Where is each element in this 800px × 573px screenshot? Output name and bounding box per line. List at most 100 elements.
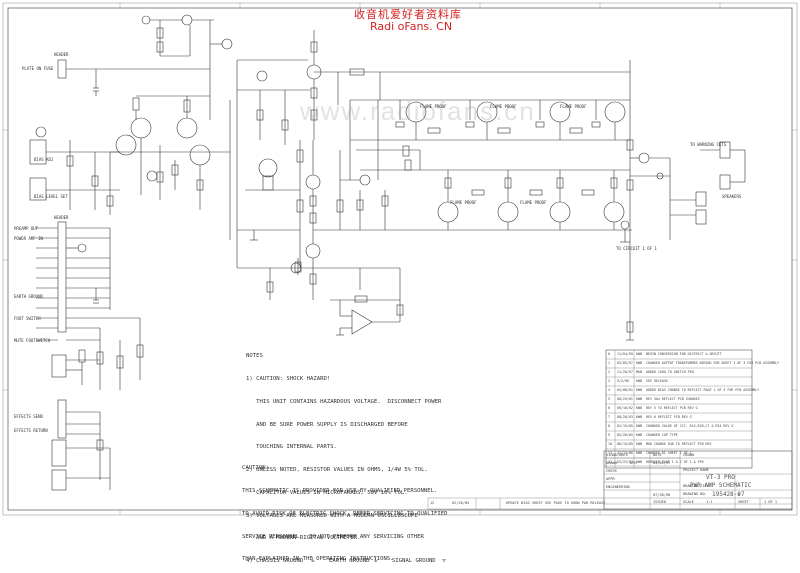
notes-line: 3) VOLTAGES ARE MEASURED WITH A MODERN O… <box>246 512 418 519</box>
tb-date-head: DATE <box>653 453 662 457</box>
revision-by: MAN <box>636 370 642 374</box>
revision-desc: CHANGED OUTPUT TRANSFORMER WIRING FOR SH… <box>646 361 779 365</box>
caution-line: THIS SCHEMATIC IS PROVIDED FOR USE BY QU… <box>242 487 438 494</box>
label-speakers: SPEAKERS <box>722 194 742 199</box>
label-preamp-out: PREAMP OUT <box>14 226 39 231</box>
label-to-warning-ckts: TO WARNING CKTS <box>690 142 727 147</box>
revision-date: 03/05/97 <box>617 361 633 365</box>
watermark-site: Radi oFans. CN <box>370 20 453 33</box>
revision-rev: 2 <box>608 370 610 374</box>
revision-desc: ADDED BIAS CHANGE TO REFLECT PAGE 1 OF 3… <box>646 388 760 392</box>
caution-block: CAUTION: THIS SCHEMATIC IS PROVIDED FOR … <box>242 450 447 572</box>
revision-date: 11/13/06 <box>617 451 633 455</box>
tb-revisions-note: UPDATE BIAS SHEET SEE PAGE TO SHOW PAR R… <box>506 501 606 505</box>
caution-line: TO AVOID RISK OF ELECTRIC SHOCK, REFER S… <box>242 510 448 517</box>
tb-footer-date: 02/26/05 <box>452 501 470 505</box>
label-header-bus: HEADER <box>54 215 69 220</box>
revision-rev: 3 <box>608 379 610 383</box>
tb-drawing-title: PWR AMP SCHEMATIC <box>690 482 752 489</box>
revision-date: 08/20/03 <box>617 415 633 419</box>
revision-date: 01/15/05 <box>617 424 633 428</box>
revision-desc: REV 3&4 REFLECT PCB CHANGES <box>646 397 700 401</box>
revision-date: 05/26/05 <box>617 433 633 437</box>
tb-issued: ISSUED <box>653 500 666 504</box>
label-plate-on-fuse: PLATE ON FUSE <box>22 66 54 71</box>
tb-drawn-date: 04/05/97 <box>653 461 671 465</box>
revision-desc: CHANGED CAP TYPE <box>646 433 678 437</box>
revision-desc: MOD CHANGE R46 TO REFLECT PCB REV <box>646 442 712 446</box>
watermark-title: 收音机爱好者资料库 <box>354 8 462 21</box>
revision-rev: 1 <box>608 361 610 365</box>
notes-line: THIS UNIT CONTAINS HAZARDOUS VOLTAGE. DI… <box>246 398 442 405</box>
tb-title-label: DRAWING TITLE <box>683 484 712 488</box>
tb-engineer: ENGINEERING <box>606 485 630 489</box>
revision-desc: REV 6 REFLECT PCB REV G <box>646 415 692 419</box>
revision-by: KWB <box>636 379 642 383</box>
label-earth-ground: EARTH GROUND <box>14 294 43 299</box>
tb-size: B <box>738 493 741 497</box>
tb-footer-rev: 12 <box>430 501 435 505</box>
notes-title: NOTES <box>246 353 263 360</box>
revision-by: KWB <box>636 424 642 428</box>
revision-date: 11/04/99 <box>617 352 633 356</box>
label-effects-send: EFFECTS SEND <box>14 414 43 419</box>
tb-dwg-no: 195428-07 <box>712 491 745 498</box>
label-effects-return: EFFECTS RETURN <box>14 428 48 433</box>
revision-rev: 7 <box>608 415 610 419</box>
notes-line: CAPACITOR VALUES IN MICROFARADS, 50V 10%… <box>246 489 408 496</box>
tb-project-name: VT-3 PRO <box>706 474 735 481</box>
revision-by: KWB <box>636 415 642 419</box>
revision-by: KWB <box>636 388 642 392</box>
schematic-sheet: 收音机爱好者资料库 Radi oFans. CN www.radiofans.c… <box>2 2 798 564</box>
revision-date: 03/22/07 <box>617 460 633 464</box>
tb-sheet: 1 OF 1 <box>764 500 777 504</box>
notes-line: AND BE SURE POWER SUPPLY IS DISCHARGED B… <box>246 421 408 428</box>
label-flame-proof-5: FLAME PROOF <box>520 200 547 205</box>
revision-rev: 5 <box>608 397 610 401</box>
revision-by: KWB <box>636 442 642 446</box>
revision-rev: 9 <box>608 433 610 437</box>
tb-signatures: SIGNATURES <box>606 453 628 457</box>
revision-by: KWB <box>636 397 642 401</box>
revision-date: 11/20/97 <box>617 370 633 374</box>
notes-line: 1) CAUTION: SHOCK HAZARD! <box>246 375 331 382</box>
watermark-diagonal: www.radiofans.cn <box>300 96 536 126</box>
revision-by: KWB <box>636 433 642 437</box>
tb-company: CROWN <box>683 453 694 457</box>
tb-scale-label: SCALE <box>683 500 694 504</box>
label-flame-proof-1: FLAME PROOF <box>420 104 447 109</box>
revision-desc: REMOVED PAGE 1 & 2 OF 1 & FPO <box>646 460 704 464</box>
revision-date: 03/08/01 <box>617 388 633 392</box>
tb-print-date: 07/30/98 <box>653 493 671 497</box>
revision-by: KWB <box>636 451 642 455</box>
label-bias-adj: BIAS ADJ <box>34 157 54 162</box>
revision-date: 06/15/05 <box>617 442 633 446</box>
revision-desc: ADDED 150Ω TO SWITCH PIN <box>646 370 694 374</box>
revision-rev: 4 <box>608 388 610 392</box>
tb-checked: CHECK <box>606 469 617 473</box>
tb-approvals: APPR <box>606 477 615 481</box>
revision-by: KWB <box>636 460 642 464</box>
revision-desc: BEGIN CONVERSION FOR DISTRICT & ORCUTT <box>646 352 722 356</box>
label-flame-proof-3: FLAME PROOF <box>560 104 587 109</box>
label-power-amp-in: POWER AMP IN <box>14 236 43 241</box>
tb-sheet-label: SHEET <box>738 500 749 504</box>
revision-rev: 11 <box>608 451 612 455</box>
tb-scale: 1:1 <box>706 500 713 504</box>
revision-desc: REV 5 TO REFLECT PCB REV G <box>646 406 698 410</box>
label-mute-footswitch: MUTE FOOTSWITCH <box>14 338 51 343</box>
tb-project-label: PROJECT NAME <box>683 468 709 472</box>
caution-line: SERVICE PERSONNEL. DO NOT PERFORM ANY SE… <box>242 533 424 540</box>
label-foot-switch: FOOT SWITCH <box>14 316 41 321</box>
tb-drawn: DRAWN <box>606 461 617 465</box>
notes-line: TOUCHING INTERNAL PARTS. <box>246 444 337 451</box>
